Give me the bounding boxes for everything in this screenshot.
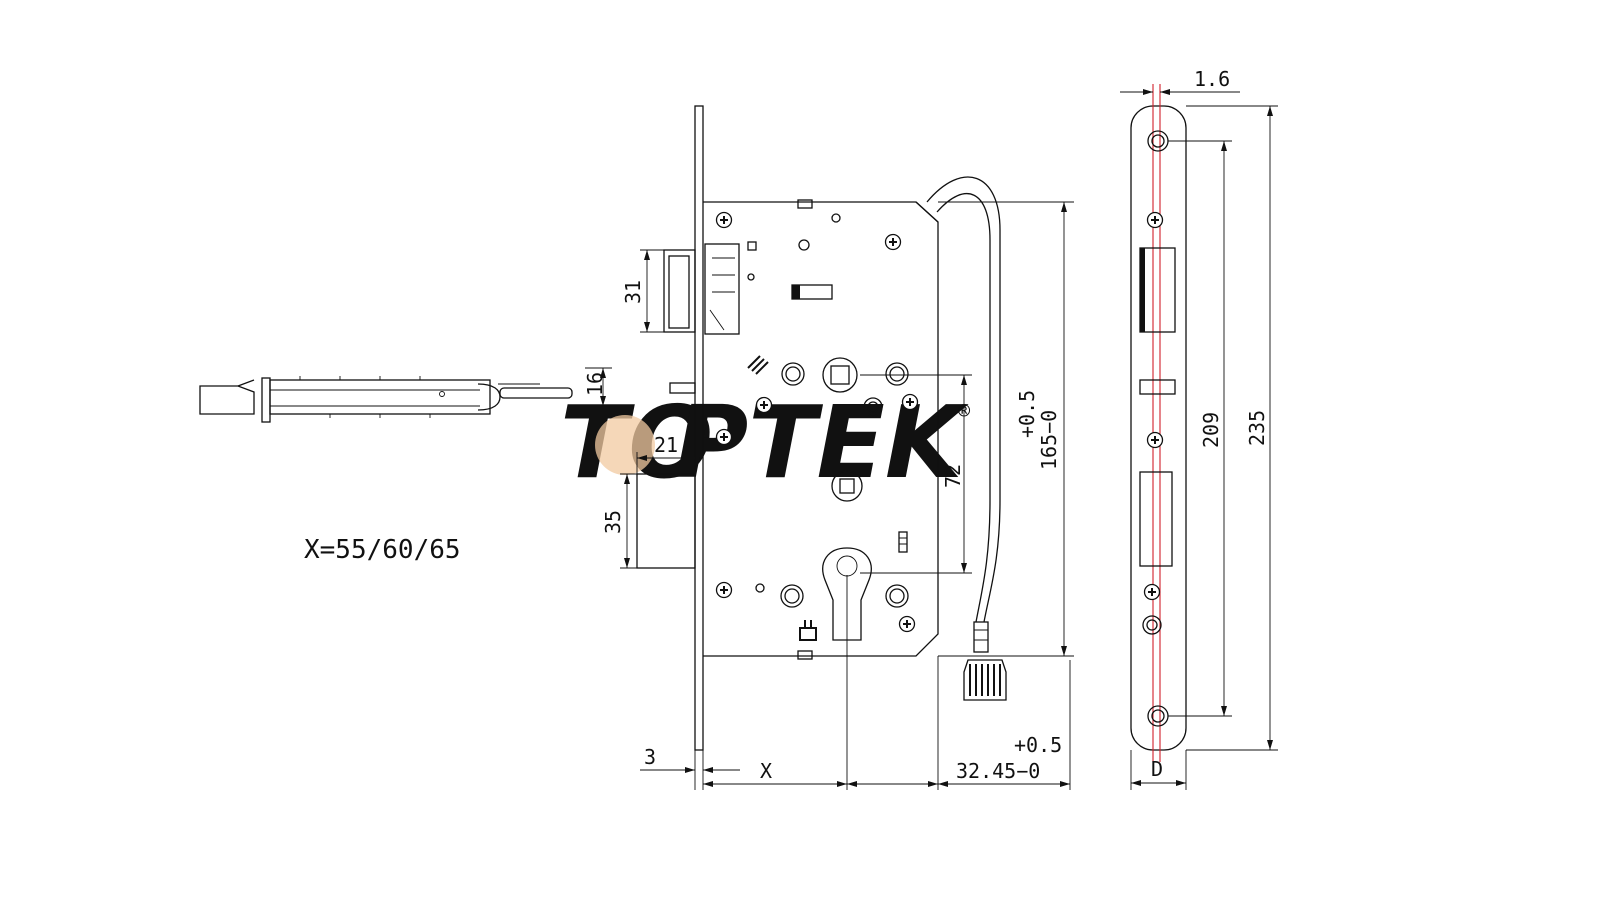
dim-35: 35 — [601, 510, 625, 534]
formula-label: X=55/60/65 — [304, 535, 461, 565]
dim-d: D — [1151, 757, 1163, 781]
dim-31: 31 — [621, 280, 645, 304]
end-view: 1.6 209 235 D — [1120, 67, 1278, 790]
watermark-orange-o — [595, 415, 655, 475]
dim-1-6: 1.6 — [1194, 67, 1230, 91]
dim-235: 235 — [1245, 410, 1269, 446]
watermark: TO PTEK ® — [560, 384, 971, 501]
dim-3: 3 — [644, 745, 656, 769]
dim-209: 209 — [1199, 412, 1223, 448]
dim-165: 165−0 — [1037, 410, 1061, 470]
dim-32-45-tolerance: +0.5 — [1014, 733, 1062, 757]
dim-165-tolerance: +0.5 — [1015, 390, 1039, 438]
front-view: 31 35 21 — [601, 105, 1074, 790]
dim-32-45: 32.45−0 — [956, 759, 1040, 783]
watermark-registered-mark: ® — [958, 399, 971, 423]
dim-21: 21 — [654, 433, 678, 457]
dim-72: 72 — [941, 464, 965, 488]
dim-x: X — [760, 759, 772, 783]
screws — [715, 211, 919, 633]
dim-16: 16 — [583, 372, 607, 396]
side-view: 16 — [199, 367, 612, 423]
